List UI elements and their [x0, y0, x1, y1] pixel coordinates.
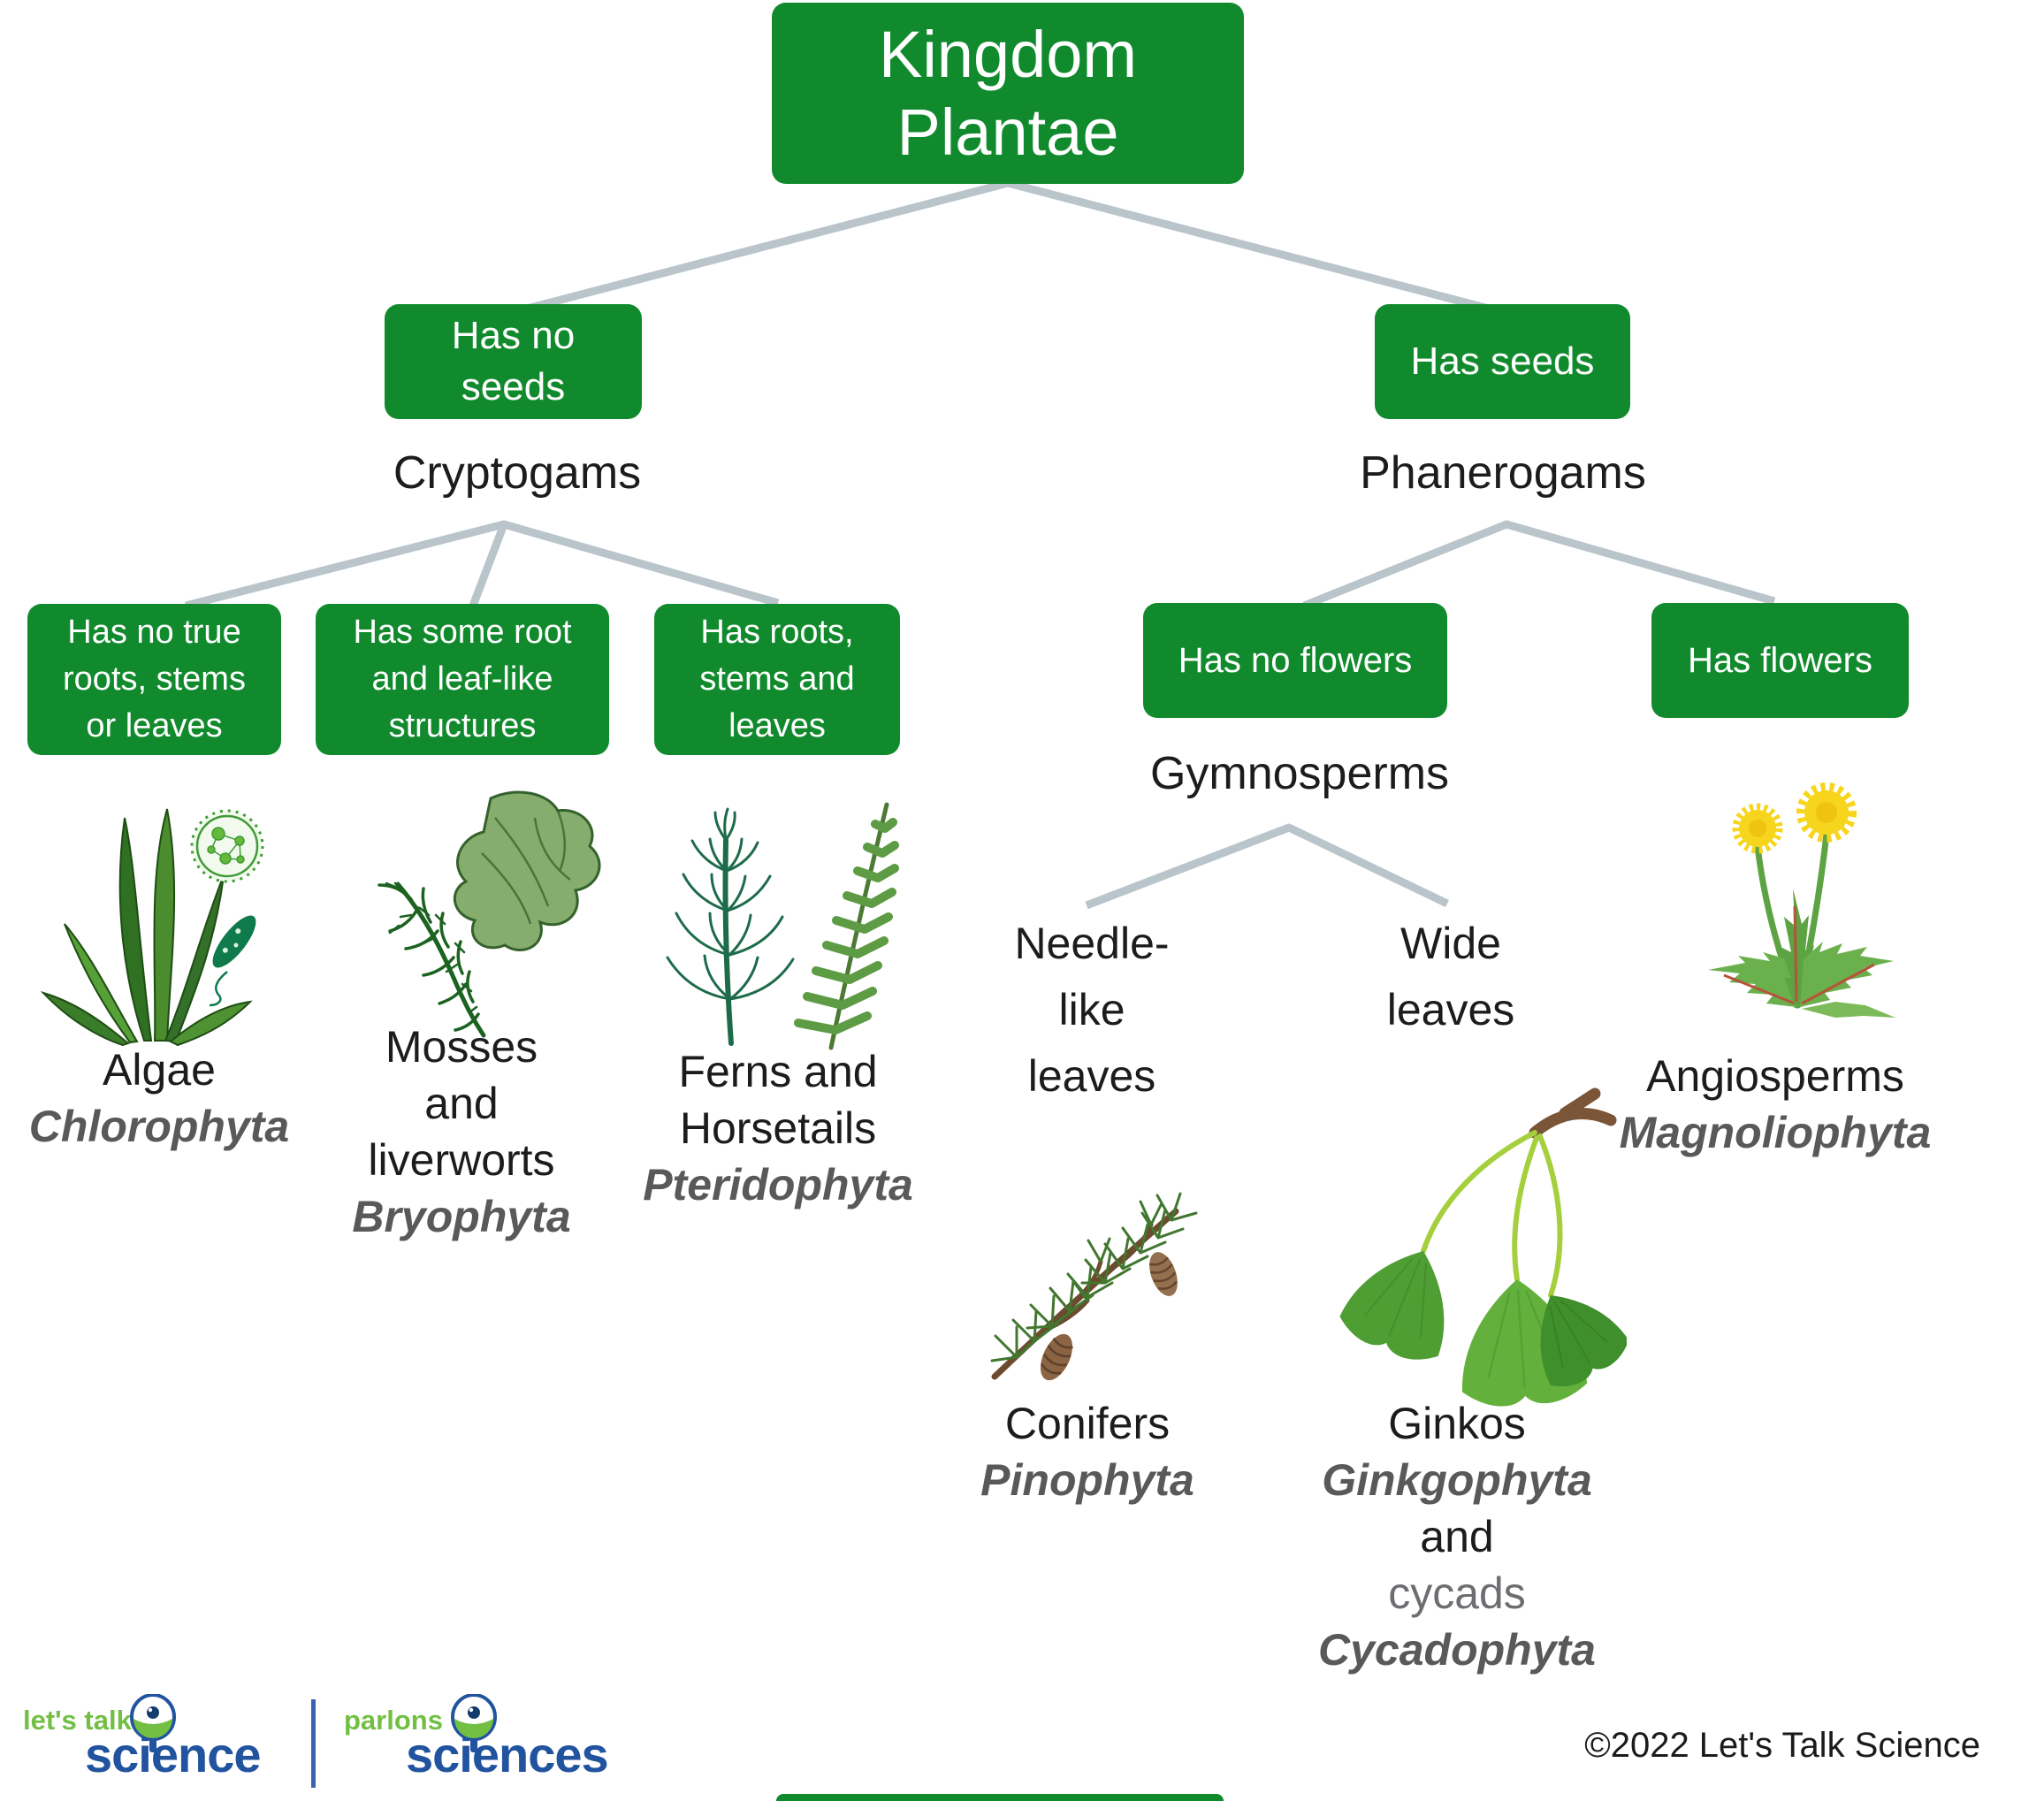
ginkgo-illustration: [1300, 1083, 1627, 1410]
algae-illustration: [22, 782, 270, 1048]
conifer-illustration: [964, 1101, 1220, 1393]
node-has-roots-stems-leaves: Has roots, stems and leaves: [654, 604, 900, 755]
logo-wordmark-en: science: [85, 1727, 261, 1782]
node-kingdom-plantae: Kingdom Plantae: [772, 3, 1244, 184]
label-chlorophyta: Chlorophyta: [28, 1102, 290, 1151]
label-algae-block: Algae Chlorophyta: [27, 1042, 292, 1155]
node-has-seeds: Has seeds: [1375, 304, 1630, 419]
label-mosses-block: Mosses and liverworts Bryophyta: [329, 1019, 594, 1245]
label-pteridophyta: Pteridophyta: [643, 1160, 913, 1210]
logo-wordmark-fr: sciences: [406, 1727, 609, 1782]
label-wide-leaves: Wide leaves: [1386, 919, 1515, 1034]
label-pinophyta: Pinophyta: [980, 1455, 1194, 1505]
label-magnoliophyta: Magnoliophyta: [1619, 1108, 1932, 1157]
label-ginkgophyta: Ginkgophyta: [1322, 1455, 1592, 1505]
logo-tagline-en: let's talk: [23, 1705, 132, 1736]
label-mosses-liverworts: Mosses and liverworts: [368, 1022, 555, 1185]
node-has-flowers: Has flowers: [1651, 603, 1909, 718]
node-has-roots-stems-leaves-label: Has roots, stems and leaves: [699, 613, 855, 745]
parlons-sciences-logo: parlons sciences: [340, 1693, 641, 1797]
lets-talk-science-logo: let's talk science: [19, 1693, 320, 1797]
label-bryophyta: Bryophyta: [352, 1192, 571, 1241]
dandelion-illustration: [1662, 782, 1945, 1048]
label-cycadophyta: Cycadophyta: [1318, 1625, 1596, 1675]
node-has-no-flowers: Has no flowers: [1143, 603, 1447, 718]
label-angiosperms-block: Angiosperms Magnoliophyta: [1607, 1048, 1943, 1161]
node-has-no-seeds-label: Has no seeds: [451, 313, 576, 408]
label-ferns-horsetails: Ferns and Horsetails: [678, 1047, 878, 1153]
copyright-text: ©2022 Let's Talk Science: [1584, 1726, 1980, 1765]
node-has-flowers-label: Has flowers: [1688, 641, 1872, 680]
label-angiosperms: Angiosperms: [1646, 1051, 1904, 1101]
moss-liverwort-illustration: [349, 782, 614, 1048]
node-has-seeds-label: Has seeds: [1410, 339, 1595, 383]
label-cycads: cycads: [1388, 1568, 1526, 1618]
label-ginkos-block: Ginkos Ginkgophyta and cycads Cycadophyt…: [1289, 1395, 1625, 1678]
eye-magnifier-icon: [450, 1693, 498, 1756]
label-ferns-block: Ferns and Horsetails Pteridophyta: [623, 1043, 933, 1213]
node-has-some-root-structures: Has some root and leaf-like structures: [316, 604, 609, 755]
cropped-green-box: [776, 1794, 1224, 1801]
node-has-no-seeds: Has no seeds: [385, 304, 642, 419]
label-ginkos: Ginkos: [1388, 1399, 1526, 1448]
node-has-no-true-roots-label: Has no true roots, stems or leaves: [63, 613, 246, 745]
logo-tagline-fr: parlons: [344, 1705, 443, 1736]
logo-divider: [311, 1699, 316, 1788]
node-has-no-flowers-label: Has no flowers: [1178, 641, 1413, 680]
label-algae: Algae: [103, 1045, 216, 1095]
label-cryptogams: Cryptogams: [393, 447, 642, 499]
label-conifers-block: Conifers Pinophyta: [955, 1395, 1220, 1508]
label-and: and: [1420, 1512, 1494, 1561]
eye-magnifier-icon: [129, 1693, 177, 1756]
label-gymnosperms: Gymnosperms: [1149, 748, 1450, 799]
node-kingdom-plantae-label: Kingdom Plantae: [878, 18, 1138, 169]
fern-horsetail-illustration: [650, 774, 950, 1057]
node-has-no-true-roots: Has no true roots, stems or leaves: [27, 604, 281, 755]
label-conifers: Conifers: [1004, 1399, 1171, 1448]
label-phanerogams: Phanerogams: [1360, 447, 1646, 499]
node-has-some-root-structures-label: Has some root and leaf-like structures: [353, 613, 572, 745]
label-needle-like-leaves: Needle- like leaves: [1014, 919, 1170, 1101]
